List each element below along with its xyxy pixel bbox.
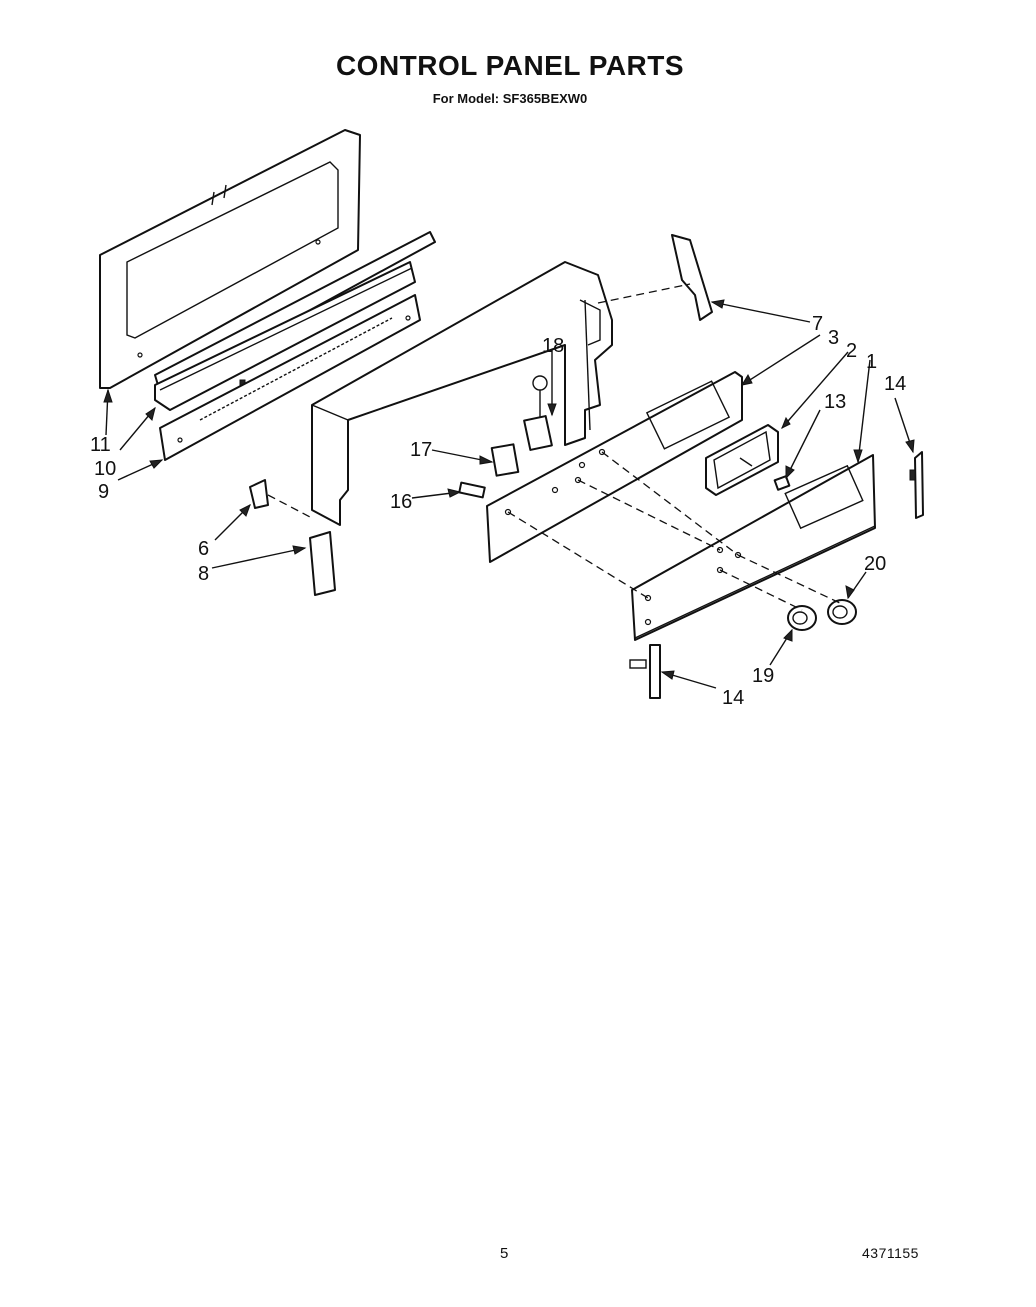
- callout-1: 1: [866, 351, 877, 373]
- part-13-lamp: [773, 475, 791, 491]
- callout-10: 10: [94, 458, 116, 480]
- assembly-dash-lines: [507, 451, 843, 611]
- part-17-switch: [490, 443, 520, 477]
- part-19-knob: [787, 605, 817, 631]
- part-3-control-panel-back: [486, 371, 743, 563]
- leader-lines: [103, 299, 915, 689]
- part-18-switch: [523, 375, 553, 451]
- callout-11: 11: [90, 434, 111, 456]
- part-7-end-cap: [597, 234, 713, 321]
- callout-2: 2: [846, 340, 857, 362]
- callout-18: 18: [542, 335, 564, 357]
- page-number: 5: [500, 1245, 509, 1262]
- callout-20: 20: [864, 553, 886, 575]
- callout-14-bottom: 14: [722, 687, 744, 709]
- callout-9: 9: [98, 481, 109, 503]
- part-6-bracket: [249, 479, 313, 519]
- callout-numbers: 7 3 2 1 14 18 13 17 16 11 10 9 6 8 20 19…: [90, 313, 906, 709]
- part-2-window-frame: [705, 424, 779, 496]
- callout-3: 3: [828, 327, 839, 349]
- part-16-bulb: [458, 481, 486, 499]
- part-8-block: [309, 531, 336, 596]
- part-11-rear-panel: [99, 129, 361, 389]
- callout-13: 13: [824, 391, 846, 413]
- callout-14-right: 14: [884, 373, 906, 395]
- document-number: 4371155: [862, 1245, 919, 1261]
- callout-16: 16: [390, 491, 412, 513]
- exploded-parts-diagram: 7 3 2 1 14 18 13 17 16 11 10 9 6 8 20 19…: [90, 129, 924, 709]
- callout-8: 8: [198, 563, 209, 585]
- model-subtitle: For Model: SF365BEXW0: [432, 91, 588, 106]
- part-14-side-trim-right: [909, 451, 924, 519]
- part-9-vent-strip: [159, 294, 421, 461]
- page-title: CONTROL PANEL PARTS: [335, 50, 685, 81]
- callout-19: 19: [752, 665, 774, 687]
- part-10-trim-rail: [154, 231, 436, 411]
- console-frame: [311, 261, 613, 526]
- callout-7: 7: [812, 313, 823, 335]
- part-14-trim-bottom: [629, 644, 661, 699]
- callout-6: 6: [198, 538, 209, 560]
- part-20-knob: [827, 599, 857, 625]
- callout-17: 17: [410, 439, 432, 461]
